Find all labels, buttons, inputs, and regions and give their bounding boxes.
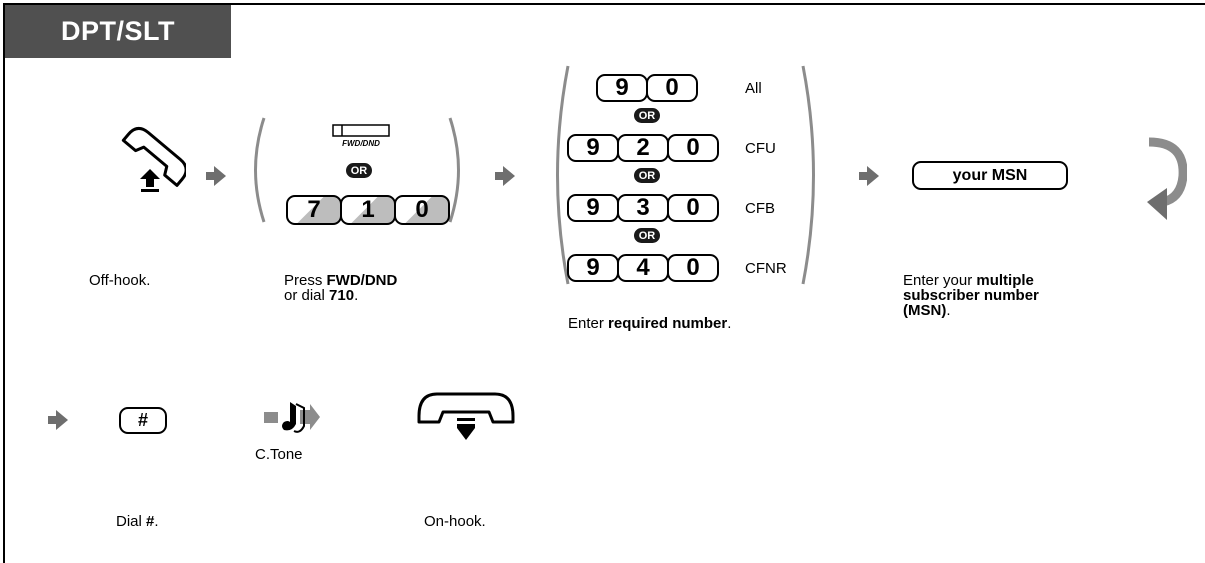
fwd-dnd-button-label: FWD/DND — [342, 139, 380, 148]
dial-hash-caption-end: . — [154, 513, 159, 530]
key-4[interactable]: 4 — [617, 254, 669, 282]
fwd-dnd-button-icon[interactable] — [332, 124, 390, 137]
right-parenthesis-icon — [448, 117, 460, 223]
instruction-frame — [3, 3, 1205, 563]
msn-caption-bold-3: (MSN) — [903, 302, 947, 319]
key-0[interactable]: 0 — [667, 134, 719, 162]
key-9[interactable]: 9 — [567, 134, 619, 162]
tone-label: C.Tone — [255, 446, 303, 463]
on-hook-caption: On-hook. — [424, 513, 486, 530]
key-0[interactable]: 0 — [667, 194, 719, 222]
or-badge: OR — [634, 228, 660, 243]
or-badge: OR — [634, 168, 660, 183]
dial-hash-caption-prefix: Dial — [116, 513, 147, 530]
key-9[interactable]: 9 — [596, 74, 648, 102]
fwd-caption-code: 710 — [329, 287, 355, 304]
fwd-caption-mid: or dial — [284, 287, 330, 304]
key-0[interactable]: 0 — [646, 74, 698, 102]
codes-caption-bold: required number — [608, 315, 728, 332]
code-label-all: All — [745, 80, 762, 97]
key-2[interactable]: 2 — [617, 134, 669, 162]
continue-arrow-icon — [1147, 137, 1187, 220]
code-label-cfnr: CFNR — [745, 260, 787, 277]
dial-hash-caption-bold: # — [146, 513, 155, 530]
key-3[interactable]: 3 — [617, 194, 669, 222]
key-1[interactable]: 1 — [340, 195, 396, 225]
key-9[interactable]: 9 — [567, 194, 619, 222]
fwd-caption-prefix: Press — [284, 272, 327, 289]
fwd-caption-end: . — [354, 287, 359, 304]
key-0[interactable]: 0 — [394, 195, 450, 225]
msn-caption-prefix: Enter your — [903, 272, 977, 289]
header-title: DPT/SLT — [61, 16, 175, 46]
flow-arrow-icon — [48, 410, 68, 430]
msn-caption-bold-1: multiple — [976, 272, 1034, 289]
codes-caption-end: . — [727, 315, 732, 332]
codes-caption: Enter required number. — [568, 316, 731, 331]
code-label-cfu: CFU — [745, 140, 776, 157]
header-tab: DPT/SLT — [5, 5, 231, 58]
msn-caption-bold-2: subscriber number — [903, 287, 1039, 304]
left-parenthesis-icon — [254, 117, 266, 223]
flow-arrow-icon — [495, 166, 515, 186]
dial-hash-caption: Dial #. — [116, 514, 159, 529]
msn-caption-end: . — [946, 302, 951, 319]
right-parenthesis-icon — [801, 65, 815, 285]
confirmation-tone-icon — [264, 402, 320, 433]
left-parenthesis-icon — [556, 65, 570, 285]
key-7[interactable]: 7 — [286, 195, 342, 225]
or-badge: OR — [634, 108, 660, 123]
fwd-caption-bold: FWD/DND — [326, 272, 398, 289]
flow-arrow-icon — [206, 166, 226, 186]
key-9[interactable]: 9 — [567, 254, 619, 282]
on-hook-handset-icon — [417, 392, 515, 440]
your-msn-key[interactable]: your MSN — [912, 161, 1068, 190]
codes-caption-prefix: Enter — [568, 315, 609, 332]
hash-key[interactable]: # — [119, 407, 167, 434]
or-badge: OR — [346, 163, 372, 178]
off-hook-handset-icon — [121, 126, 186, 192]
flow-arrow-icon — [859, 166, 879, 186]
code-label-cfb: CFB — [745, 200, 775, 217]
off-hook-caption: Off-hook. — [89, 272, 151, 289]
key-0[interactable]: 0 — [667, 254, 719, 282]
